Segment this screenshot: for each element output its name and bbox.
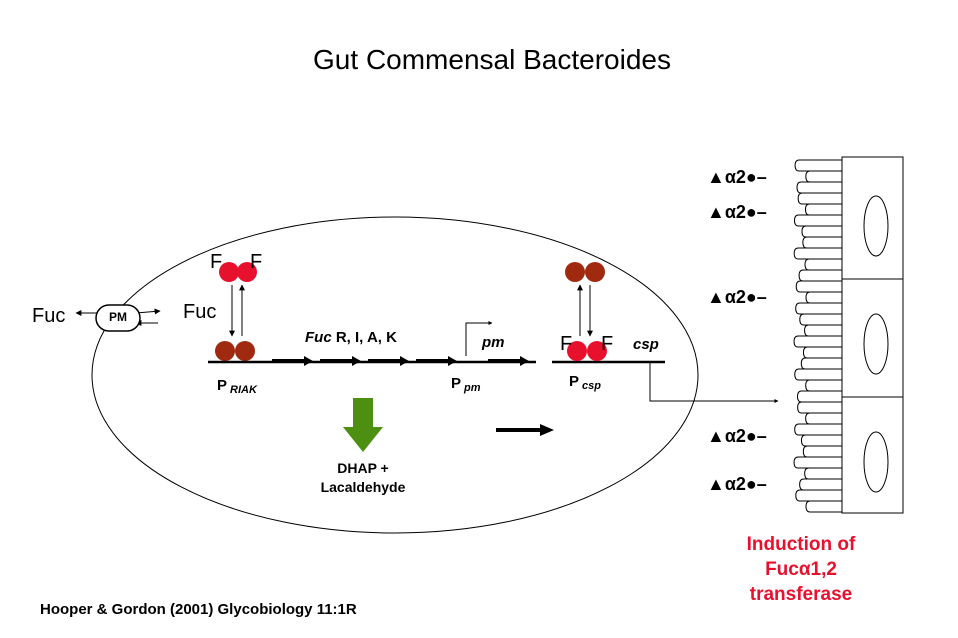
microvillus bbox=[804, 324, 842, 337]
host-epithelium bbox=[841, 156, 904, 514]
microvillus bbox=[800, 357, 842, 370]
promoter-sub: pm bbox=[464, 382, 481, 394]
permease-label: PM bbox=[109, 310, 127, 324]
diagram-title: Gut Commensal Bacteroides bbox=[313, 44, 671, 75]
microvillus bbox=[796, 181, 842, 194]
microvillus bbox=[805, 500, 842, 513]
microvillus bbox=[804, 203, 842, 216]
microvillus bbox=[805, 412, 842, 425]
promoter-sub: RIAK bbox=[230, 384, 257, 396]
operon-genes-label: R, I, A, K bbox=[335, 329, 397, 346]
microvillus bbox=[802, 236, 842, 249]
fucose-pair-bottom-right bbox=[567, 341, 607, 361]
microvillus bbox=[799, 313, 842, 326]
fuc-inside-label: Fuc bbox=[183, 301, 217, 323]
microvilli bbox=[793, 159, 842, 513]
induction-line2: Fucα1,2 bbox=[765, 559, 837, 580]
repressor-right-free bbox=[565, 262, 605, 282]
microvillus bbox=[797, 401, 842, 414]
repressor-left bbox=[215, 341, 255, 361]
microvillus bbox=[801, 225, 842, 238]
microvillus bbox=[804, 467, 842, 480]
promoter-sub: csp bbox=[582, 380, 601, 392]
microvillus bbox=[805, 291, 842, 304]
csp-gene-label: csp bbox=[633, 336, 659, 353]
operon-label: Fuc R, I, A, K bbox=[305, 329, 397, 346]
promoter-p: P bbox=[569, 373, 580, 390]
bacterium-cell bbox=[91, 216, 699, 534]
microvillus bbox=[802, 445, 842, 458]
microvillus bbox=[805, 170, 842, 183]
microvillus bbox=[804, 258, 842, 271]
fucose-f-label: F bbox=[560, 333, 573, 355]
glycan-label: ▲α2●– bbox=[707, 474, 767, 494]
glycan-label: ▲α2●– bbox=[707, 426, 767, 446]
microvillus bbox=[793, 214, 842, 227]
microvillus bbox=[798, 269, 842, 282]
microvillus bbox=[793, 247, 842, 260]
promoter-p: P bbox=[451, 375, 462, 392]
product-line2: Lacaldehyde bbox=[320, 479, 406, 495]
operon-gene-arrows bbox=[272, 356, 529, 366]
fuc-outside-label: Fuc bbox=[32, 305, 66, 327]
pm-promoter-arrow bbox=[465, 321, 493, 356]
fucose-pair-top-left bbox=[219, 262, 257, 282]
microvillus bbox=[802, 346, 842, 359]
csp-to-host-connector bbox=[649, 362, 779, 403]
pm-gene-label: pm bbox=[482, 334, 505, 351]
microvillus bbox=[795, 302, 842, 315]
fucose-f-label: F bbox=[601, 333, 614, 355]
glycan-label: ▲α2●– bbox=[707, 202, 767, 222]
citation: Hooper & Gordon (2001) Glycobiology 11:1… bbox=[40, 601, 357, 618]
equilibrium-arrows-left bbox=[229, 284, 245, 337]
induction-line1: Induction of bbox=[746, 534, 856, 555]
fucose-f-label: F bbox=[250, 251, 263, 273]
microvillus bbox=[797, 390, 842, 403]
permease-box bbox=[95, 304, 141, 332]
induction-line3: transferase bbox=[749, 584, 853, 605]
operon-fuc-label: Fuc bbox=[305, 329, 332, 346]
microvillus bbox=[795, 489, 842, 502]
microvillus bbox=[795, 280, 842, 293]
microvillus bbox=[799, 478, 842, 491]
microvillus bbox=[794, 368, 842, 381]
microvillus bbox=[800, 434, 842, 447]
microvillus bbox=[793, 335, 842, 348]
product-line1: DHAP + bbox=[337, 460, 389, 476]
green-down-arrow bbox=[343, 398, 383, 452]
fucose-f-label: F bbox=[210, 251, 223, 273]
promoter-p: P bbox=[217, 377, 228, 394]
glycan-label: ▲α2●– bbox=[707, 167, 767, 187]
glycan-label: ▲α2●– bbox=[707, 287, 767, 307]
black-right-arrow bbox=[496, 424, 554, 436]
microvillus bbox=[794, 423, 842, 436]
microvillus bbox=[793, 456, 842, 469]
microvillus bbox=[805, 379, 842, 392]
microvillus bbox=[794, 159, 842, 172]
microvillus bbox=[797, 192, 842, 205]
equilibrium-arrows-right bbox=[577, 284, 593, 337]
